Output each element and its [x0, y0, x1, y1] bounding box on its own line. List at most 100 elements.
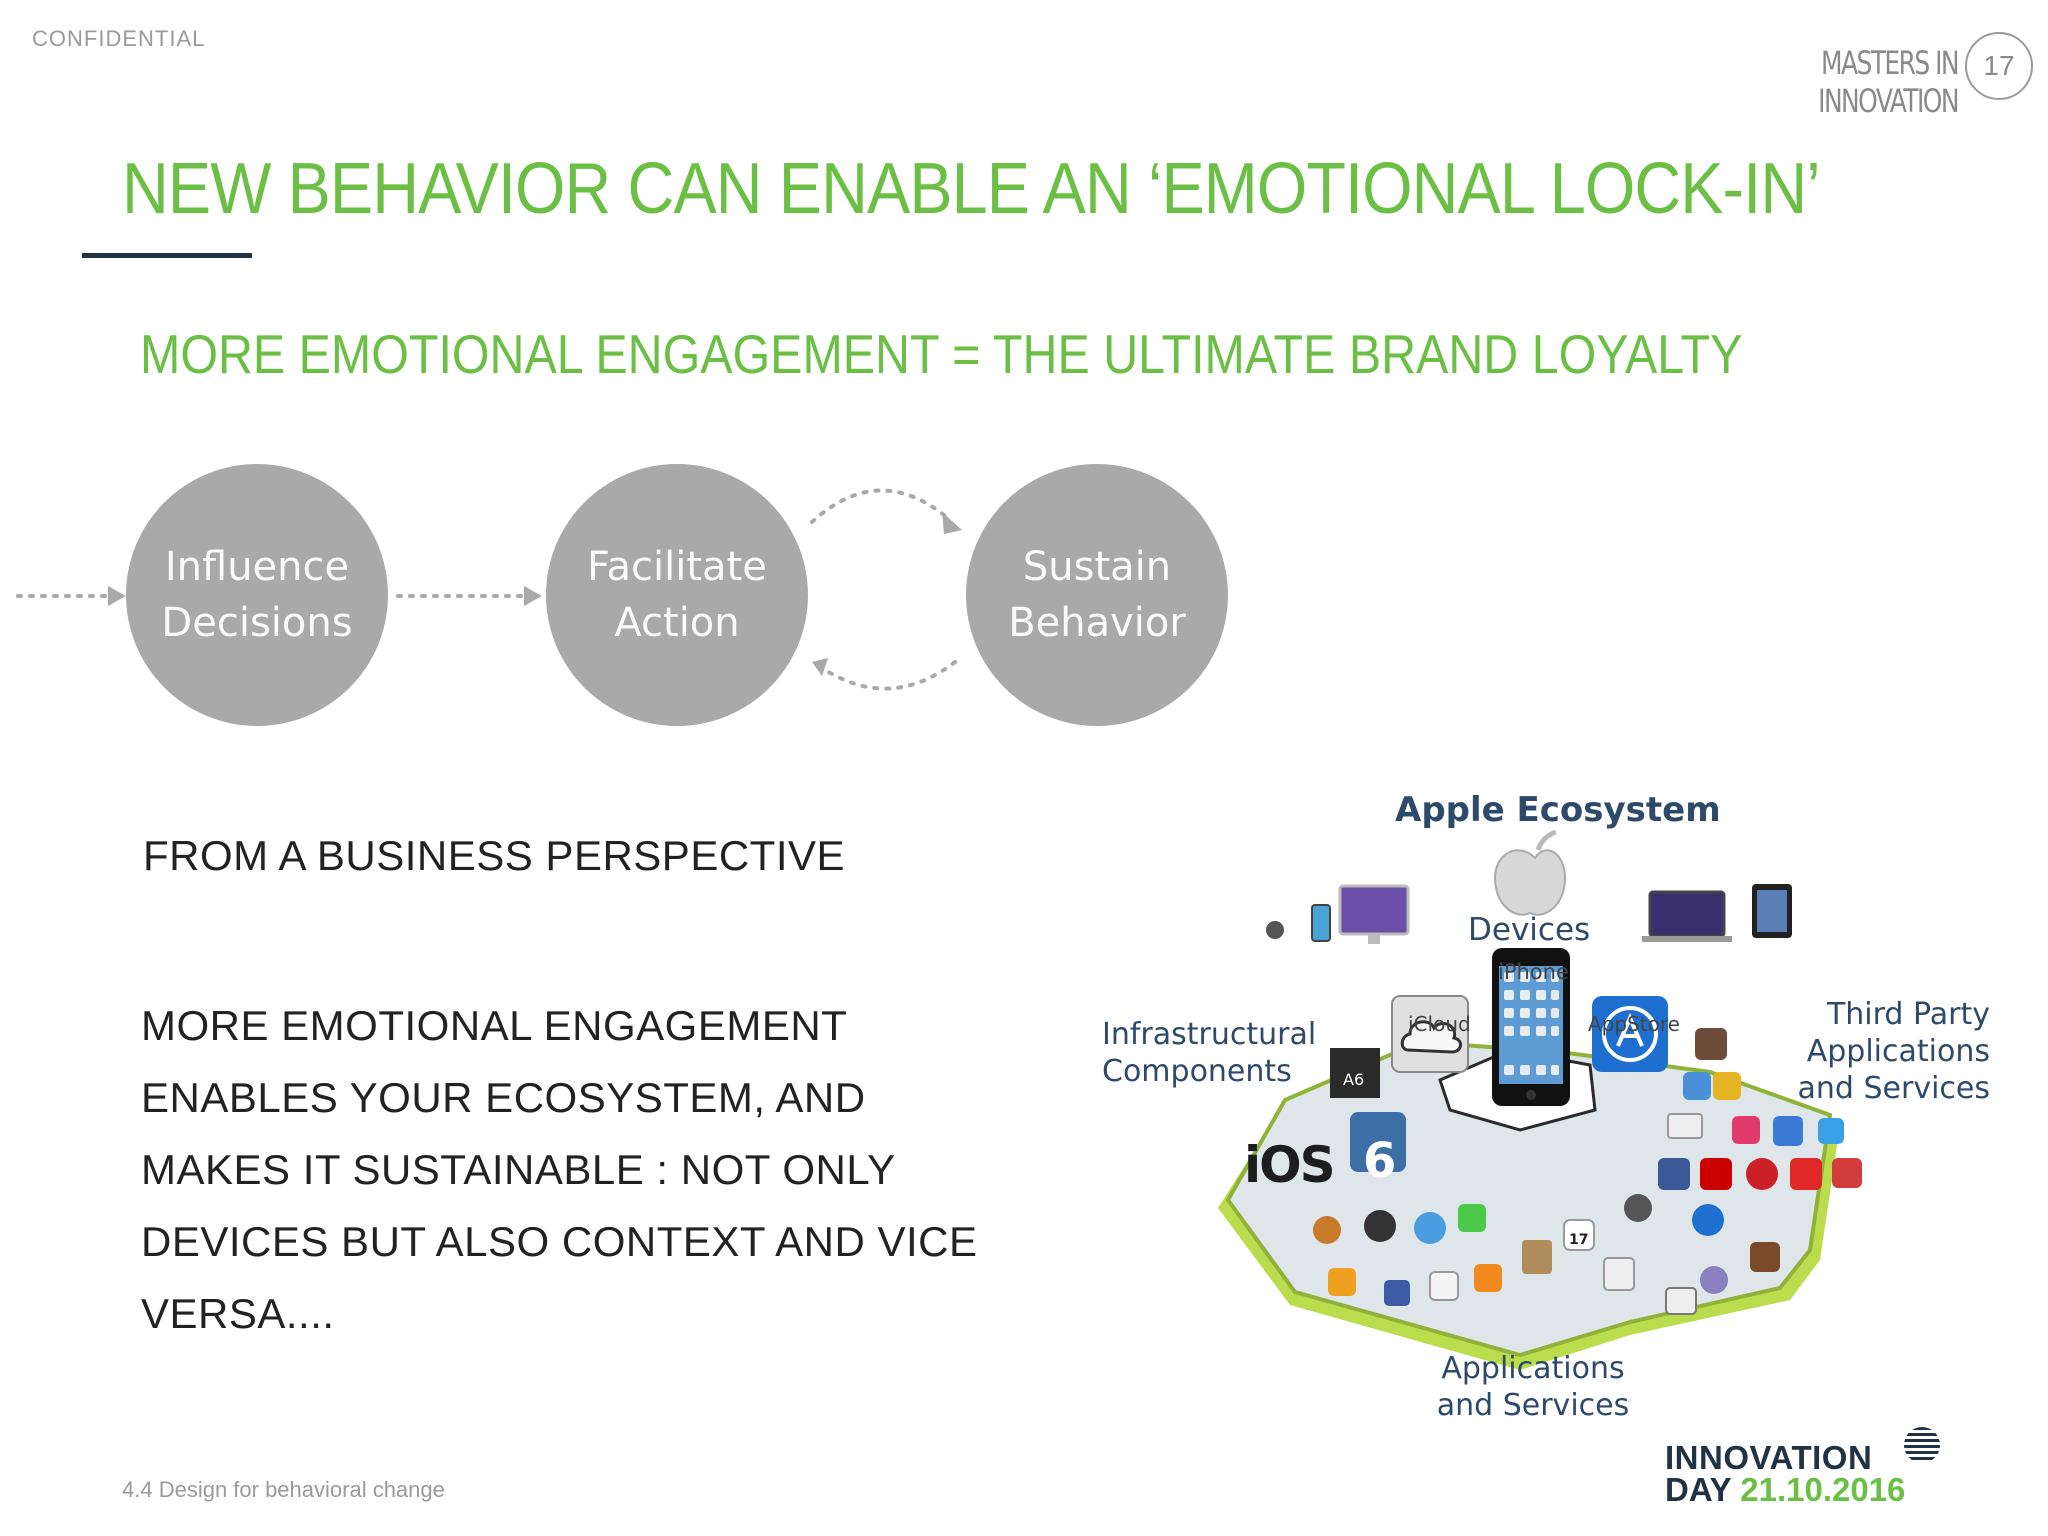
behavior-flow-diagram: Influence Decisions Facilitate Action Su…	[0, 440, 1260, 760]
applications-label: Applications and Services	[1428, 1350, 1638, 1424]
arrow-between-head	[524, 586, 542, 606]
ipod-shuffle-icon	[1266, 921, 1284, 939]
step-label: Behavior	[1008, 600, 1186, 646]
mail-icon	[1429, 1271, 1459, 1301]
native-app-icons	[1313, 1194, 1780, 1315]
imac-icon	[1338, 884, 1410, 936]
safari-icon	[1414, 1212, 1446, 1244]
iphoto-icon	[1384, 1280, 1410, 1306]
step-sustain-behavior: Sustain Behavior	[966, 464, 1228, 726]
macbook-icon	[1648, 890, 1726, 938]
imovie-star-icon	[1364, 1210, 1396, 1242]
ecosystem-graphic	[1218, 829, 1862, 1370]
arrow-forward-head	[942, 512, 962, 534]
ios-label: iOS	[1244, 1136, 1336, 1194]
iphone-device	[1492, 948, 1570, 1106]
apple-ecosystem-illustration: Apple Ecosystem Devices iPhone iCloud Ap…	[1090, 780, 1990, 1430]
facebook-icon	[1658, 1158, 1690, 1190]
page-number: 17	[1965, 32, 2033, 100]
program-name: MASTERS IN INNOVATION	[1818, 44, 1959, 120]
step-facilitate-action: Facilitate Action	[546, 464, 808, 726]
dropbox-icon	[1683, 1072, 1711, 1100]
arrow-back-arc	[820, 660, 957, 691]
game-center-icon	[1773, 1116, 1803, 1146]
a6-chip	[1330, 1048, 1380, 1098]
logo-line1: INNOVATION	[1665, 1439, 1873, 1476]
photo-booth-icon	[1750, 1242, 1780, 1272]
body-line: MAKES IT SUSTAINABLE : NOT ONLY	[141, 1146, 896, 1193]
label-line: Components	[1102, 1054, 1292, 1089]
ios6-badge	[1350, 1112, 1406, 1172]
step-label: Sustain	[1022, 544, 1172, 590]
third-party-label: Third Party Applications and Services	[1750, 996, 1990, 1107]
messages-icon	[1458, 1204, 1486, 1232]
slide-title: NEW BEHAVIOR CAN ENABLE AN ‘EMOTIONAL LO…	[122, 149, 1821, 229]
game-icon	[1328, 1268, 1356, 1296]
logo-day: DAY	[1665, 1471, 1732, 1508]
logo-date: 21.10.2016	[1740, 1471, 1906, 1508]
label-line: Infrastructural	[1102, 1017, 1317, 1052]
label-line: Third Party	[1826, 997, 1990, 1032]
appstore-icon	[1602, 1006, 1658, 1062]
chip-icon	[1330, 1048, 1380, 1098]
cloud-icon	[1400, 1020, 1462, 1054]
step-label: Action	[614, 600, 740, 646]
globe-stripes-icon	[1904, 1427, 1940, 1460]
arrow-forward-arc	[810, 488, 952, 524]
ipod-nano-icon	[1311, 904, 1331, 942]
guitar-icon	[1313, 1216, 1341, 1244]
pinterest-app-icon	[1832, 1158, 1862, 1188]
icloud-label: iCloud	[1408, 1012, 1471, 1036]
body-line: MORE EMOTIONAL ENGAGEMENT	[141, 1002, 848, 1049]
business-body: MORE EMOTIONAL ENGAGEMENT ENABLES YOUR E…	[141, 990, 1021, 1350]
notes-icon	[1603, 1257, 1635, 1291]
body-line: VERSA....	[141, 1290, 335, 1337]
label-line: and Services	[1436, 1388, 1630, 1423]
appstore-small-icon	[1692, 1204, 1724, 1236]
twitter-icon	[1818, 1118, 1844, 1144]
body-line: ENABLES YOUR ECOSYSTEM, AND	[141, 1074, 866, 1121]
airplay-icon	[1665, 1287, 1697, 1315]
camera-icon	[1624, 1194, 1652, 1222]
body-line: DEVICES BUT ALSO CONTEXT AND VICE	[141, 1218, 978, 1265]
calendar-day: 17	[1569, 1232, 1589, 1248]
icloud-box	[1391, 995, 1469, 1073]
title-underline	[82, 253, 252, 258]
pinterest-icon	[1746, 1158, 1778, 1190]
step-label: Facilitate	[587, 544, 767, 590]
innovation-day-logo: INNOVATION DAY 21.10.2016	[1665, 1425, 1955, 1515]
appstore-box	[1592, 996, 1668, 1072]
slide-subtitle: MORE EMOTIONAL ENGAGEMENT = THE ULTIMATE…	[140, 323, 1743, 385]
business-heading: FROM A BUSINESS PERSPECTIVE	[143, 832, 846, 879]
step-influence-decisions: Influence Decisions	[126, 464, 388, 726]
ios-version: 6	[1363, 1133, 1397, 1189]
heart-icon	[1732, 1116, 1760, 1144]
confidential-label: CONFIDENTIAL	[32, 26, 206, 51]
footer-section-label: 4.4 Design for behavioral change	[122, 1477, 445, 1502]
chrome-icon	[1713, 1072, 1741, 1100]
third-party-icons	[1658, 1028, 1862, 1190]
a6-label: A6	[1343, 1070, 1365, 1089]
step-label: Influence	[164, 544, 350, 590]
tv-icon	[1667, 1113, 1703, 1139]
appstore-label: AppStore	[1588, 1012, 1680, 1036]
infrastructure-label: Infrastructural Components	[1102, 1016, 1316, 1090]
itunes-icon	[1474, 1264, 1502, 1292]
label-line: Applications	[1806, 1034, 1990, 1069]
flow-arrows	[16, 488, 962, 691]
cnn-icon	[1700, 1158, 1732, 1190]
iphone-label: iPhone	[1498, 960, 1569, 984]
ibooks-icon	[1522, 1240, 1552, 1274]
ecosystem-title: Apple Ecosystem	[1395, 790, 1721, 830]
apple-logo-icon	[1493, 849, 1567, 916]
logo-line2: DAY 21.10.2016	[1665, 1471, 1905, 1509]
devices-row	[1266, 829, 1792, 944]
itunes-disc-icon	[1700, 1266, 1728, 1294]
label-line: and Services	[1797, 1071, 1990, 1106]
flipboard-icon	[1790, 1158, 1822, 1190]
instagram-icon	[1695, 1028, 1727, 1060]
label-line: Applications	[1441, 1351, 1625, 1386]
devices-label: Devices	[1468, 912, 1591, 948]
arrow-in-head	[108, 586, 126, 606]
arrow-back-head	[812, 658, 828, 676]
